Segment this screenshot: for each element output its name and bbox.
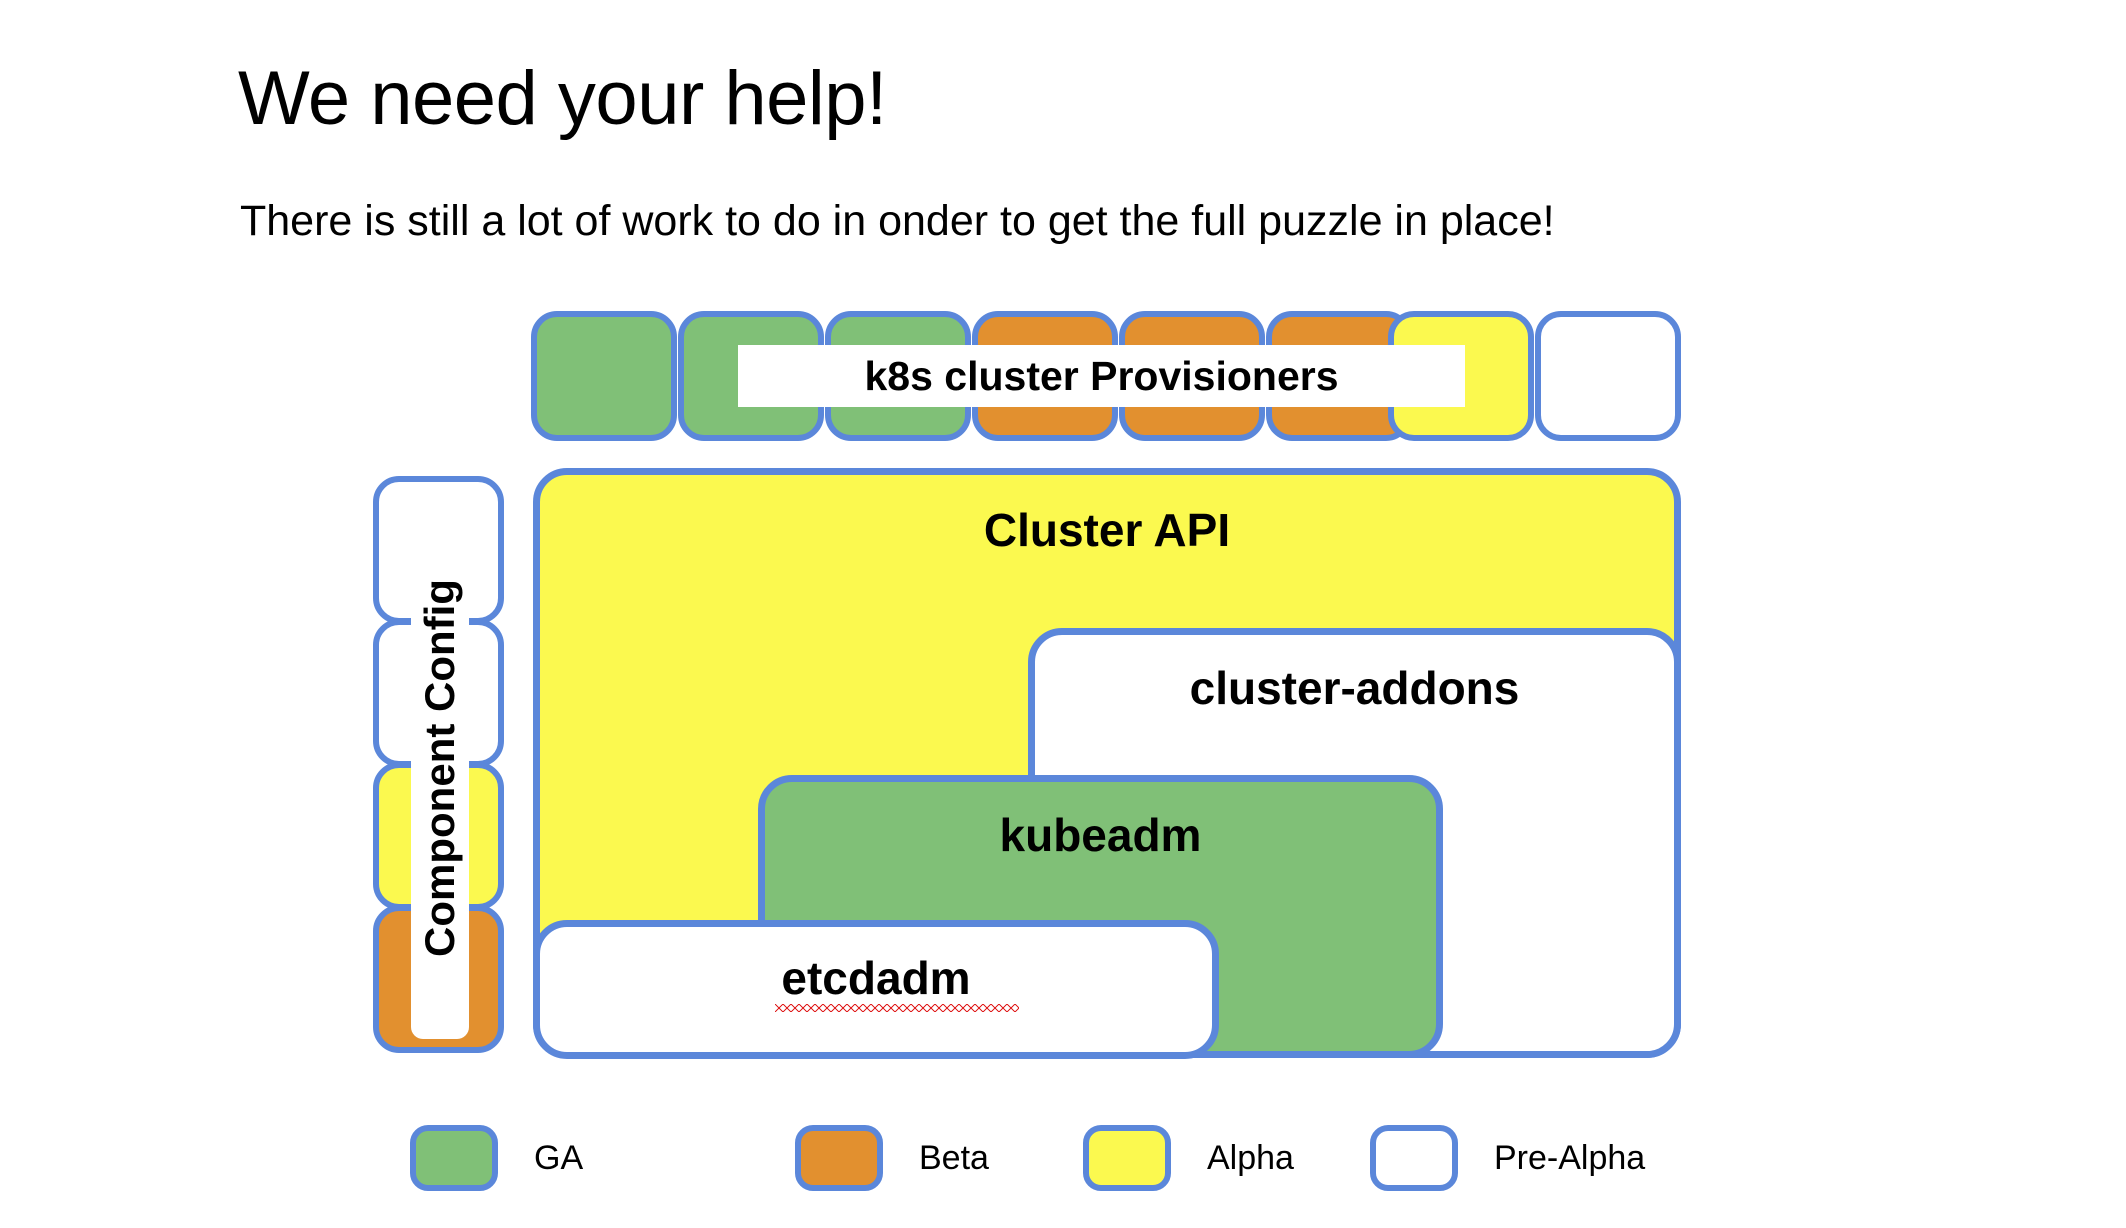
provisioner-box-1[interactable] [531,311,677,441]
legend-label-beta: Beta [919,1138,989,1177]
legend-swatch-ga [410,1125,498,1191]
component-config-label-text: Component Config [416,578,464,957]
k8s-cluster-provisioners-strip [531,311,1681,441]
provisioner-box-8[interactable] [1535,311,1681,441]
legend-swatch-alpha [1083,1125,1171,1191]
legend-item-pre-alpha: Pre-Alpha [1370,1122,1645,1194]
box-cluster-addons-label: cluster-addons [1189,662,1520,714]
page-subtitle: There is still a lot of work to do in on… [240,197,1555,245]
page-title: We need your help! [238,55,887,141]
legend-label-ga: GA [534,1138,584,1177]
legend-item-beta: Beta [795,1122,989,1194]
box-cluster-api-label: Cluster API [983,504,1231,556]
box-etcdadm-label: etcdadm [540,951,1212,1012]
legend-item-ga: GA [410,1122,583,1194]
legend-item-alpha: Alpha [1083,1122,1294,1194]
legend-swatch-pre-alpha [1370,1125,1458,1191]
legend-swatch-beta [795,1125,883,1191]
box-kubeadm-label: kubeadm [999,809,1202,861]
box-etcdadm[interactable]: etcdadm [533,920,1219,1059]
legend-label-pre-alpha: Pre-Alpha [1494,1138,1646,1177]
legend-label-alpha: Alpha [1207,1138,1294,1177]
component-config-label: Component Config [411,496,469,1039]
k8s-cluster-provisioners-label: k8s cluster Provisioners [738,345,1465,407]
box-etcdadm-label-text: etcdadm [775,951,1019,1012]
